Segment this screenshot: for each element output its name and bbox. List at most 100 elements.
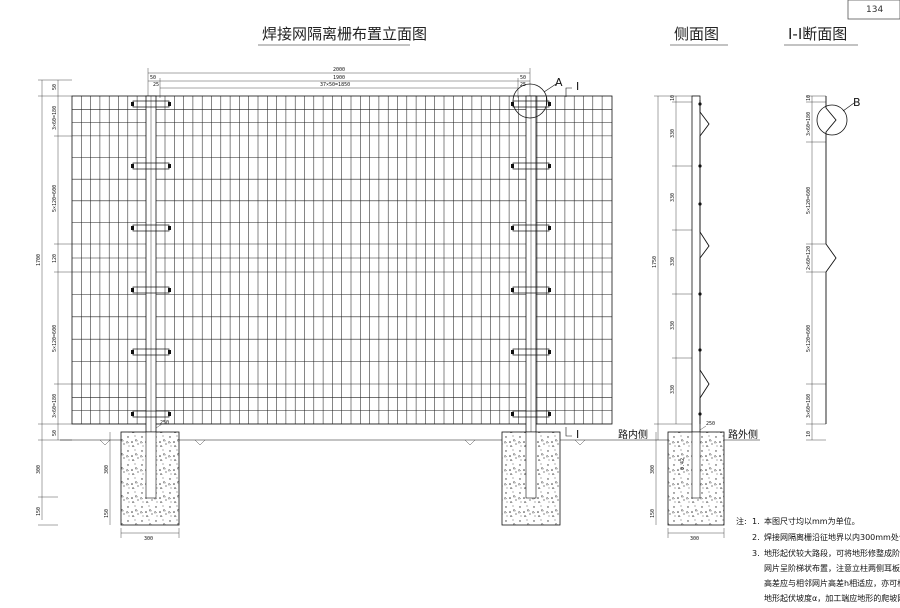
dim-left-300: 300: [36, 465, 42, 474]
dim-foundation-bottom-left: 150: [104, 509, 110, 518]
side-view: 10 330 330 330 330 330 1750 路内侧 路外侧 250: [618, 95, 760, 542]
detail-b-circle: [816, 104, 848, 136]
detail-b-label: B: [853, 96, 861, 109]
side-dim-10: 10: [670, 95, 676, 101]
side-left-dimensions: 10 330 330 330 330 330 1750: [652, 95, 700, 440]
note-3-text: 地形起伏较大路段，可将地形修整成阶梯状，: [764, 548, 900, 558]
dim-top-mid: 1900: [333, 75, 345, 81]
section-mark-top: I: [576, 80, 579, 93]
side-mesh-profile: [699, 100, 710, 424]
post-left-clips: [131, 100, 171, 418]
side-dim-foundation-width: 300: [690, 536, 699, 542]
foundation-left: 250 300 150 300: [104, 420, 180, 542]
section-dim-10-top: 10: [806, 95, 812, 101]
dim-top-right-edge: 50: [520, 75, 526, 81]
section-dimensions: 10 3×60=180 5×120=600 2×60=120 5×120=600…: [806, 95, 826, 441]
section-mesh-profile: [825, 96, 837, 424]
dim-left-3x60-top: 3×60=180: [52, 106, 58, 130]
elevation-title: 焊接网隔离栅布置立面图: [258, 25, 427, 46]
section-dim-5x120-bottom: 5×120=600: [806, 325, 812, 352]
clip-bolt: [548, 164, 551, 168]
detail-a-marker: A I: [512, 76, 579, 119]
elevation-view: 2000 1900 37×50=1850 50 50 25 25 50 3×60…: [36, 67, 620, 542]
clip-bolt: [548, 412, 551, 416]
dim-foundation-width-left: 300: [144, 536, 153, 542]
side-dim-tilt: 0.42: [680, 458, 686, 470]
side-foundation: 0.42 300 150 300: [650, 431, 725, 542]
section-title: I-I断面图: [784, 25, 858, 46]
side-dim-foundation-height: 300: [650, 465, 656, 474]
side-title: 侧面图: [670, 25, 728, 46]
dim-foundation-height-left: 300: [104, 465, 110, 474]
notes: 注: 1. 本图尺寸均以mm为单位。 2. 焊接网隔离栅沿征地界以内300mm处…: [736, 516, 900, 603]
clip-bolt: [511, 226, 514, 230]
note-3-num: 3.: [752, 549, 760, 558]
side-dim-330-5: 330: [670, 385, 676, 394]
section-view: 10 3×60=180 5×120=600 2×60=120 5×120=600…: [806, 95, 861, 441]
clip-bolt: [168, 164, 171, 168]
side-dim-330-2: 330: [670, 193, 676, 202]
clip-bolt: [548, 102, 551, 106]
detail-a-label: A: [555, 76, 563, 89]
dim-left-50-top: 50: [52, 84, 58, 90]
dim-post-offset-left: 250: [160, 420, 169, 426]
clip-bolt: [131, 350, 134, 354]
dim-top-gap-left: 25: [153, 82, 159, 88]
note-3-line-2: 网片呈阶梯状布置，注意立柱两侧耳板安装: [764, 563, 900, 573]
dim-top-grid: 37×50=1850: [320, 82, 350, 88]
dim-left-50-bottom: 50: [52, 430, 58, 436]
clip-bolt: [168, 412, 171, 416]
clip-bolt: [548, 350, 551, 354]
section-dim-3x60-bottom: 3×60=180: [806, 394, 812, 418]
clip-bolt: [131, 288, 134, 292]
elevation-left-dimensions: 50 3×60=180 5×120=600 120 5×120=600 3×60…: [36, 79, 72, 526]
clip-bolt: [548, 226, 551, 230]
mesh-vertical-wires: [81, 96, 603, 424]
section-title-text: I-I断面图: [788, 25, 847, 43]
clip-bolt: [131, 164, 134, 168]
elevation-top-dimensions: 2000 1900 37×50=1850 50 50 25 25: [147, 67, 531, 98]
foundation-right: [501, 431, 561, 526]
dim-top-gap-right: 25: [520, 82, 526, 88]
side-bolts: [698, 102, 702, 416]
dim-left-3x60-bottom: 3×60=180: [52, 394, 58, 418]
dim-left-5x120-top: 5×120=600: [52, 185, 58, 212]
left-chain-labels: 50 3×60=180 5×120=600 120 5×120=600 3×60…: [36, 84, 58, 516]
clip-bolt: [131, 102, 134, 106]
section-mark-bottom: I: [565, 427, 579, 441]
side-title-text: 侧面图: [674, 25, 719, 43]
dim-left-5x120-bottom: 5×120=600: [52, 325, 58, 352]
dim-left-150: 150: [36, 507, 42, 516]
notes-heading: 注:: [736, 516, 747, 526]
road-inner-label: 路内侧: [618, 428, 648, 441]
side-dim-foundation-bottom: 150: [650, 509, 656, 518]
clip-bolt: [511, 164, 514, 168]
clip-bolt: [131, 412, 134, 416]
section-dim-10-bottom: 10: [806, 431, 812, 437]
section-dim-3x60-top: 3×60=180: [806, 112, 812, 136]
side-dim-total: 1750: [652, 256, 658, 268]
dim-top-total: 2000: [333, 67, 345, 73]
dim-left-total: 1700: [36, 254, 42, 266]
clip-bolt: [511, 102, 514, 106]
dim-top-left-edge: 50: [150, 75, 156, 81]
side-dim-offset: 250: [706, 421, 715, 427]
note-3-line-3: 高差应与相邻网片高差h相适应，亦可根据: [764, 578, 900, 588]
clip-bolt: [168, 288, 171, 292]
note-2-text: 焊接网隔离栅沿征地界以内300mm处设置。: [764, 532, 900, 542]
clip-bolt: [511, 350, 514, 354]
mesh-horizontal-wires: [72, 109, 612, 425]
clip-bolt: [511, 288, 514, 292]
note-1-num: 1.: [752, 517, 760, 526]
page-number-box: 134: [847, 0, 900, 20]
section-dim-5x120-top: 5×120=600: [806, 187, 812, 214]
clip-bolt: [168, 102, 171, 106]
note-1-text: 本图尺寸均以mm为单位。: [764, 516, 860, 526]
side-dim-330-3: 330: [670, 257, 676, 266]
road-outer-label: 路外侧: [728, 428, 758, 441]
side-dim-330-1: 330: [670, 129, 676, 138]
page-number: 134: [866, 5, 883, 15]
clip-bolt: [511, 412, 514, 416]
section-mark-bottom-label: I: [576, 428, 579, 441]
